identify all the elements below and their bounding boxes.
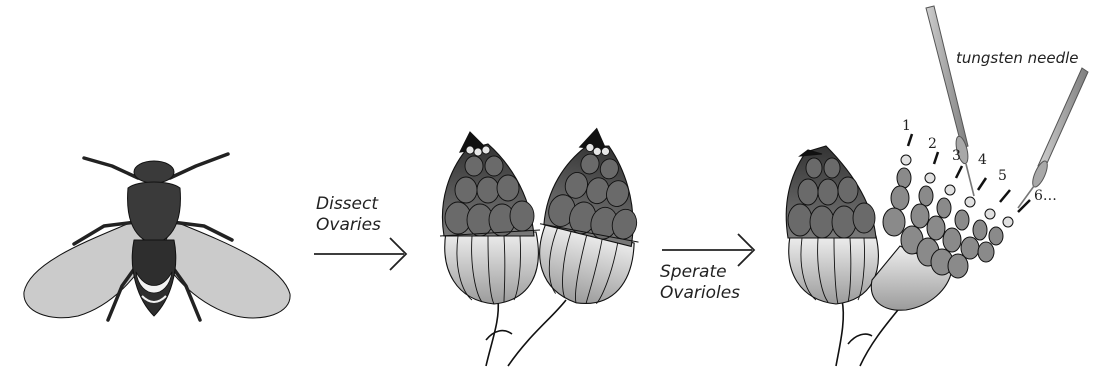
- oviduct: [848, 334, 872, 344]
- left-ovary: [440, 132, 540, 304]
- tungsten-needle-label: tungsten needle: [956, 48, 1079, 69]
- ovariole-1: [883, 134, 912, 236]
- ovariole-number-2: 2: [928, 136, 937, 152]
- ovariole-number-3: 3: [952, 148, 961, 164]
- fly-head: [134, 161, 174, 183]
- ovariole-number-4: 4: [978, 152, 987, 168]
- oviduct: [836, 300, 843, 366]
- ovariole-number-6: 6…: [1034, 188, 1057, 204]
- needle-right: [1018, 68, 1088, 208]
- arrow-dissect: [314, 238, 406, 270]
- ovary-pair: [440, 121, 663, 366]
- oviduct: [486, 300, 498, 366]
- ovary-base: [445, 232, 539, 304]
- separate-label-line1: Sperate: [660, 262, 740, 283]
- intact-ovary: [786, 146, 878, 304]
- separated-ovary: [786, 134, 1030, 366]
- dissect-label-line1: Dissect: [316, 194, 381, 215]
- ovariole-number-5: 5: [998, 168, 1007, 184]
- dissect-label-line2: Ovaries: [316, 215, 381, 236]
- separate-ovarioles-label: Sperate Ovarioles: [660, 262, 740, 304]
- right-ovary: [524, 121, 663, 314]
- oviduct: [508, 300, 566, 366]
- oviduct: [486, 331, 512, 340]
- tungsten-needles: [926, 6, 1088, 208]
- dissect-ovaries-label: Dissect Ovaries: [316, 194, 381, 236]
- fruit-fly: [24, 154, 290, 320]
- needle-left: [926, 6, 974, 196]
- separate-label-line2: Ovarioles: [660, 283, 740, 304]
- ovariole-number-1: 1: [902, 118, 911, 134]
